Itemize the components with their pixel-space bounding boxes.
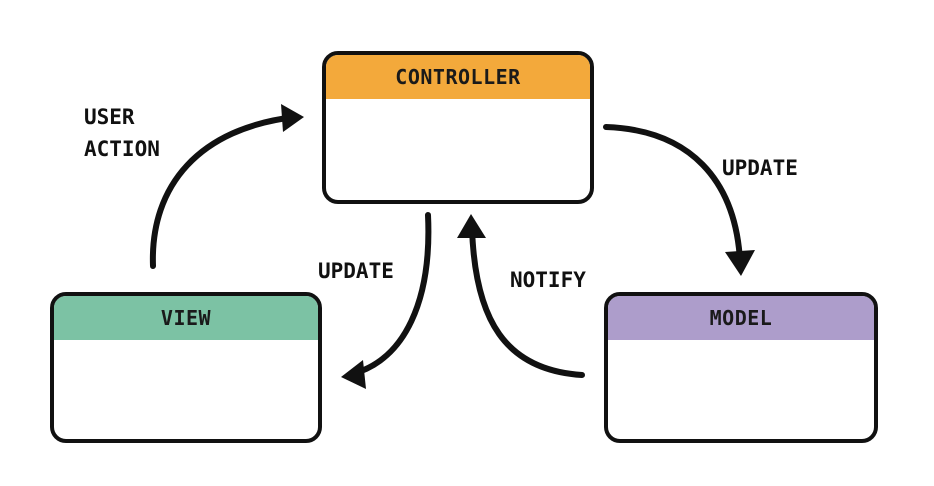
arrowhead-icon	[341, 360, 366, 389]
controller-body	[326, 99, 590, 200]
arrow-update-model	[603, 124, 755, 276]
update-model-label: UPDATE	[722, 156, 798, 180]
update-view-label: UPDATE	[318, 259, 394, 283]
arrowhead-icon	[457, 214, 486, 238]
model-label: MODEL	[709, 306, 773, 330]
notify-label: NOTIFY	[510, 268, 586, 292]
model-body	[608, 340, 874, 439]
user-action-line2: ACTION	[84, 137, 160, 161]
model-header: MODEL	[608, 296, 874, 340]
user-action-label: USER ACTION	[84, 101, 160, 165]
controller-header: CONTROLLER	[326, 55, 590, 99]
controller-node: CONTROLLER	[322, 51, 594, 204]
view-label: VIEW	[160, 306, 212, 330]
model-node: MODEL	[604, 292, 878, 443]
arrow-update-view	[341, 212, 432, 389]
view-node: VIEW	[50, 292, 322, 443]
arrowhead-icon	[281, 104, 304, 132]
arrowhead-icon	[725, 250, 755, 276]
view-body	[54, 340, 318, 439]
user-action-line1: USER	[84, 105, 135, 129]
controller-label: CONTROLLER	[395, 65, 521, 89]
view-header: VIEW	[54, 296, 318, 340]
arrow-notify	[457, 214, 585, 378]
arrow-user-action	[149, 104, 304, 269]
